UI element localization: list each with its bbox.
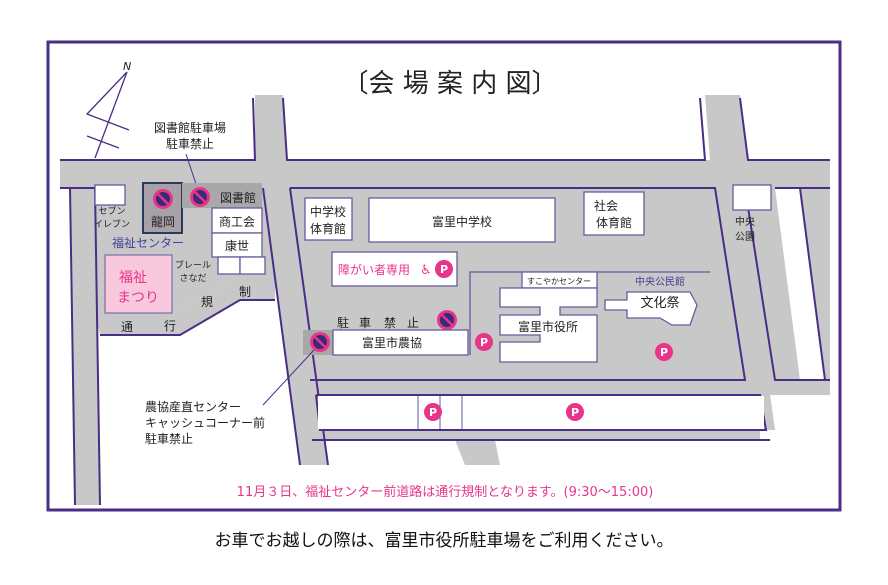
sukoyaka-label: すこやかセンター [527,277,591,286]
no-parking-char: 車 [359,316,371,330]
road-closed-char: 制 [239,285,251,299]
ja-label: 富里市農協 [362,335,422,350]
library-label: 図書館 [220,190,256,205]
no-parking-icon [435,308,459,332]
kosei-label: 康世 [225,238,249,253]
community-hall-label: 中央公民館 [635,275,685,288]
parking-label: P [660,346,668,359]
no-parking-icon [188,185,212,209]
road-closed-char: 行 [164,319,176,333]
ja-building [332,329,469,356]
central-park-label-1: 中央 [735,215,755,228]
brehl-label-2: さなだ [179,273,206,284]
no-parking-icon [308,330,332,354]
north-arrow-icon [85,71,130,159]
library-parking-note-line1: 図書館駐車場 [154,120,226,135]
parking-label: P [429,406,437,419]
social-gym-label-2: 体育館 [596,215,632,230]
city-hall-building [499,287,598,363]
no-parking-char: 禁 [384,316,396,330]
festival-label-2: まつり [117,290,159,306]
seven-eleven-label-2: イレブン [94,218,130,230]
central-park-label-2: 公園 [735,231,755,243]
road-closed-char: 通 [121,320,133,334]
traffic-notice: 11月３日、福祉センター前道路は通行規制となります。(9:30〜15:00) [237,484,654,500]
ja-note-line3: 駐車禁止 [145,431,193,446]
parking-label: P [571,406,579,419]
brehl-label-1: ブレール [175,259,211,271]
jhs-gym-label-2: 体育館 [310,221,346,236]
footer-message: お車でお越しの際は、富里市役所駐車場をご利用ください。 [215,531,674,551]
ja-note-line1: 農協産直センター [145,399,241,414]
tatsuoka-label: 龍岡 [151,214,175,229]
welfare-center-label: 福祉センター [112,235,184,250]
road-closed-char: 規 [201,294,213,309]
no-parking-char: 駐 [337,315,349,330]
kosei-building [211,232,263,258]
library-parking-note-line2: 駐車禁止 [166,136,214,151]
seven-eleven-label-1: セブン [98,205,125,217]
city-hall-label: 富里市役所 [518,319,578,334]
chamber-label: 商工会 [219,214,255,229]
accessible-parking-label: 障がい者専用 [338,262,410,277]
jhs-label: 富里中学校 [432,214,492,229]
seven-eleven-building [94,184,126,206]
culture-fest-label: 文化祭 [640,296,679,311]
jhs-gym-label-1: 中学校 [310,204,346,219]
wheelchair-icon: ♿ [420,263,432,278]
social-gym-building [583,191,645,236]
social-gym-label-1: 社会 [594,198,618,213]
community-hall-building [604,291,698,326]
ja-note-line2: キャッシュコーナー前 [145,415,265,430]
festival-area [104,254,173,314]
parking-label: P [480,336,488,349]
map-title: 〔会 場 案 内 図〕 [342,69,557,99]
jhs-gym-building [304,197,353,241]
no-parking-char: 止 [407,316,419,330]
jhs-building [368,197,556,243]
festival-label-1: 福祉 [119,270,147,286]
parking-label: P [440,263,448,276]
compass-north-label: N [123,60,131,73]
no-parking-icon [151,187,175,211]
